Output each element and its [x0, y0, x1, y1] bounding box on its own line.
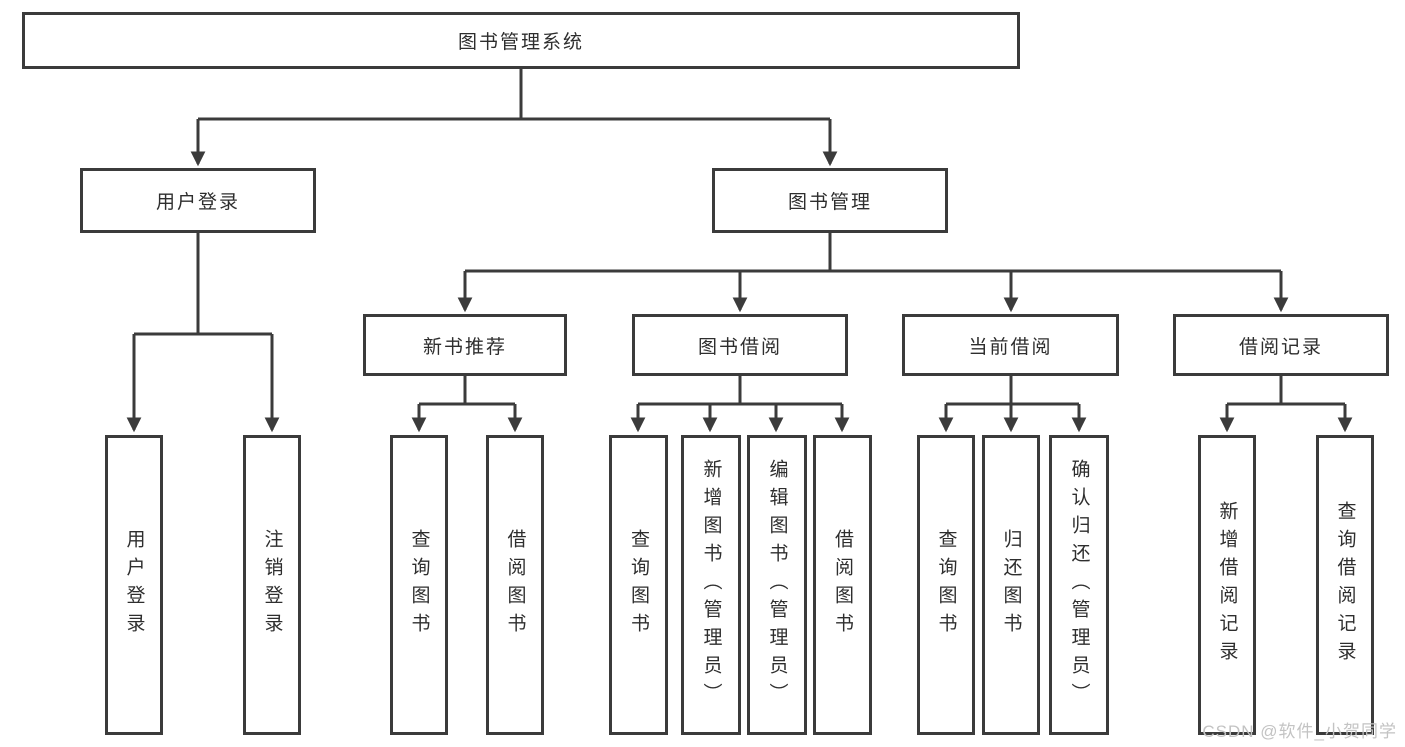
node-new-book-recommend: 新书推荐 [363, 314, 567, 376]
leaf-user-login: 用户登录 [105, 435, 163, 735]
leaf-query-books-recommend: 查询图书 [390, 435, 448, 735]
node-current-borrowing: 当前借阅 [902, 314, 1119, 376]
leaf-return-books: 归还图书 [982, 435, 1040, 735]
node-library-management-system: 图书管理系统 [22, 12, 1020, 69]
leaf-query-books-current: 查询图书 [917, 435, 975, 735]
leaf-edit-books-admin-label: 编辑图书（管理员） [766, 459, 788, 711]
leaf-return-books-label: 归还图书 [1000, 529, 1022, 641]
node-book-management: 图书管理 [712, 168, 948, 233]
leaf-logout: 注销登录 [243, 435, 301, 735]
leaf-confirm-return-admin: 确认归还（管理员） [1049, 435, 1109, 735]
node-book-borrowing: 图书借阅 [632, 314, 848, 376]
leaf-edit-books-admin: 编辑图书（管理员） [747, 435, 807, 735]
leaf-logout-label: 注销登录 [261, 529, 283, 641]
node-user-login: 用户登录 [80, 168, 316, 233]
leaf-query-books-borrowing: 查询图书 [609, 435, 668, 735]
leaf-borrow-books: 借阅图书 [813, 435, 872, 735]
csdn-watermark: CSDN @软件_小贺同学 [1202, 722, 1397, 741]
leaf-query-books-recommend-label: 查询图书 [408, 529, 430, 641]
leaf-add-books-admin-label: 新增图书（管理员） [700, 459, 722, 711]
leaf-borrow-books-recommend: 借阅图书 [486, 435, 544, 735]
leaf-borrow-books-recommend-label: 借阅图书 [504, 529, 526, 641]
node-borrowing-records: 借阅记录 [1173, 314, 1389, 376]
leaf-query-borrow-record: 查询借阅记录 [1316, 435, 1374, 735]
leaf-borrow-books-label: 借阅图书 [832, 529, 853, 641]
leaf-confirm-return-admin-label: 确认归还（管理员） [1068, 459, 1090, 711]
leaf-query-books-borrowing-label: 查询图书 [628, 529, 649, 641]
leaf-add-borrow-record-label: 新增借阅记录 [1216, 501, 1238, 669]
leaf-user-login-label: 用户登录 [123, 529, 145, 641]
leaf-query-borrow-record-label: 查询借阅记录 [1334, 501, 1356, 669]
leaf-add-books-admin: 新增图书（管理员） [681, 435, 741, 735]
leaf-query-books-current-label: 查询图书 [935, 529, 957, 641]
leaf-add-borrow-record: 新增借阅记录 [1198, 435, 1256, 735]
